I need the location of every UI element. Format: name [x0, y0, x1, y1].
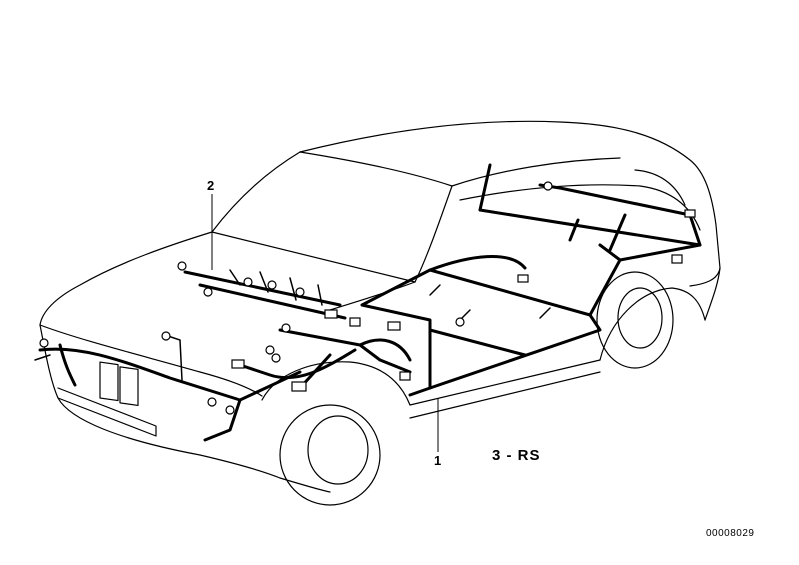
- callout-label-1: 1: [434, 453, 442, 468]
- connector-plug: [671, 254, 683, 264]
- connector-plug: [291, 381, 307, 392]
- callout-label-2: 2: [207, 178, 215, 193]
- variant-label: 3 - RS: [492, 447, 541, 464]
- connector-plug: [455, 317, 465, 327]
- connector-plug: [349, 317, 361, 327]
- connector-plug: [243, 277, 253, 287]
- connector-plug: [267, 280, 277, 290]
- harness-2-engine: [34, 269, 412, 442]
- connector-plug: [543, 181, 553, 191]
- connector-plug: [177, 261, 187, 271]
- connector-plug: [517, 274, 529, 283]
- connector-plug: [225, 405, 235, 415]
- connector-plug: [387, 321, 401, 331]
- connector-plug: [399, 371, 411, 381]
- connector-plug: [324, 309, 338, 319]
- connector-plug: [684, 209, 696, 218]
- connector-plugs: [39, 181, 696, 415]
- harness-1-body: [360, 163, 702, 397]
- connector-plug: [207, 397, 217, 407]
- connector-plug: [265, 345, 275, 355]
- connector-plug: [281, 323, 291, 333]
- connector-plug: [231, 359, 245, 369]
- connector-plug: [203, 287, 213, 297]
- car-body-outline: [39, 120, 721, 506]
- image-id-label: 00008029: [706, 528, 755, 539]
- connector-plug: [39, 338, 49, 348]
- connector-plug: [161, 331, 171, 341]
- connector-plug: [295, 287, 305, 297]
- connector-plug: [271, 353, 281, 363]
